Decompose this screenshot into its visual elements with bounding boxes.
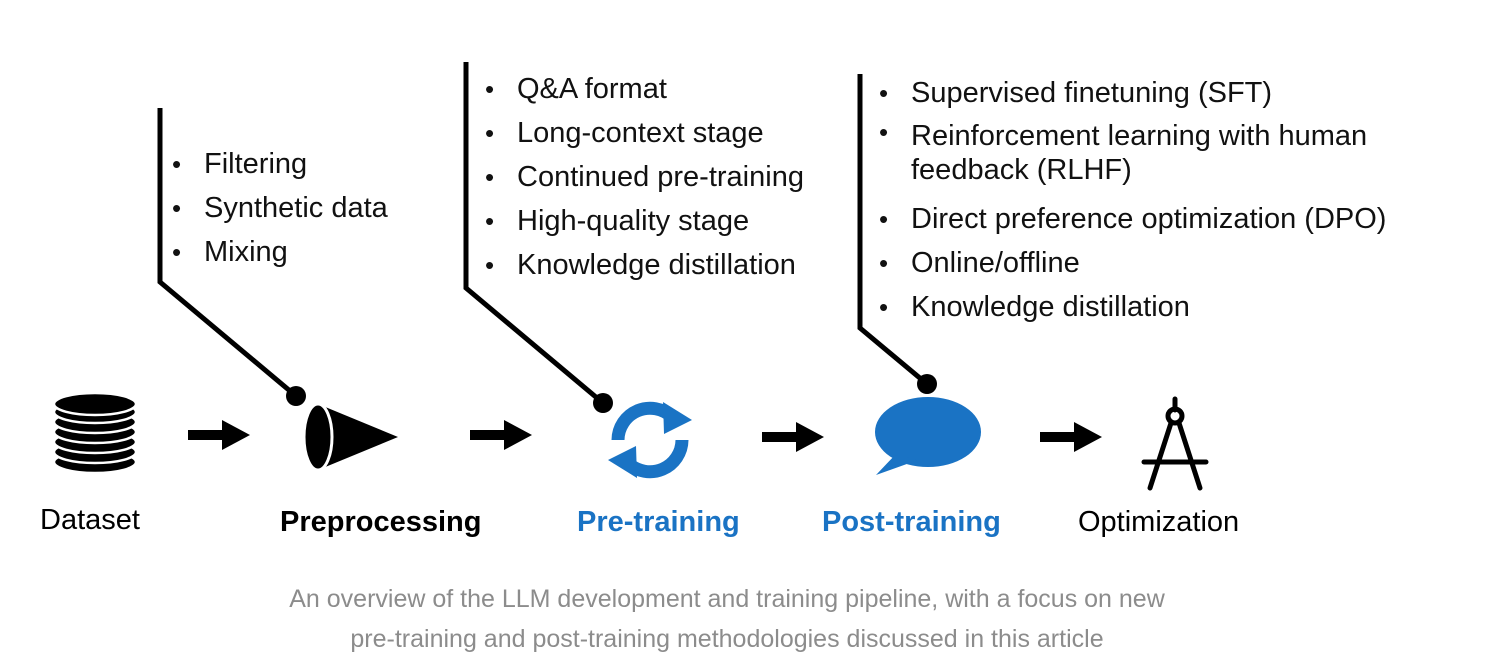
list-item: Q&A format (473, 67, 804, 111)
pretraining-callout-dot (593, 393, 613, 413)
list-item: Knowledge distillation (473, 243, 804, 287)
stage-label-preprocessing: Preprocessing (280, 506, 482, 538)
posttraining-callout-list: Supervised finetuning (SFT) Reinforcemen… (867, 71, 1427, 329)
stage-label-optimization: Optimization (1078, 506, 1240, 538)
figure-caption-line1: An overview of the LLM development and t… (289, 585, 1165, 613)
preprocessing-callout-dot (286, 386, 306, 406)
posttraining-callout-dot (917, 374, 937, 394)
list-item: Mixing (160, 230, 388, 274)
list-item: Synthetic data (160, 186, 388, 230)
pretraining-callout-list: Q&A format Long-context stage Continued … (473, 67, 804, 287)
stage-label-posttraining: Post-training (822, 506, 1001, 538)
posttraining-callout-line (857, 74, 929, 386)
preprocessing-callout-list: Filtering Synthetic data Mixing (160, 142, 388, 274)
list-item: Reinforcement learning with human feedba… (867, 115, 1427, 197)
list-item: Filtering (160, 142, 388, 186)
compass-icon (1141, 396, 1209, 491)
list-item: Long-context stage (473, 111, 804, 155)
stage-label-pretraining: Pre-training (577, 506, 740, 538)
funnel-icon (302, 402, 398, 472)
list-item: Knowledge distillation (867, 285, 1427, 329)
database-icon (52, 391, 138, 475)
arrow-icon (1040, 422, 1102, 452)
flow-arrows (188, 420, 1102, 452)
list-item: Supervised finetuning (SFT) (867, 71, 1427, 115)
list-item: Continued pre-training (473, 155, 804, 199)
list-item: Online/offline (867, 241, 1427, 285)
arrow-icon (762, 422, 824, 452)
pretraining-callout-line (463, 62, 605, 405)
stage-label-dataset: Dataset (40, 504, 140, 536)
arrow-icon (470, 420, 532, 450)
figure-caption-line2: pre-training and post-training methodolo… (350, 625, 1104, 653)
list-item: Direct preference optimization (DPO) (867, 197, 1427, 241)
arrow-icon (188, 420, 250, 450)
list-item: High-quality stage (473, 199, 804, 243)
speech-bubble-icon (875, 397, 981, 475)
